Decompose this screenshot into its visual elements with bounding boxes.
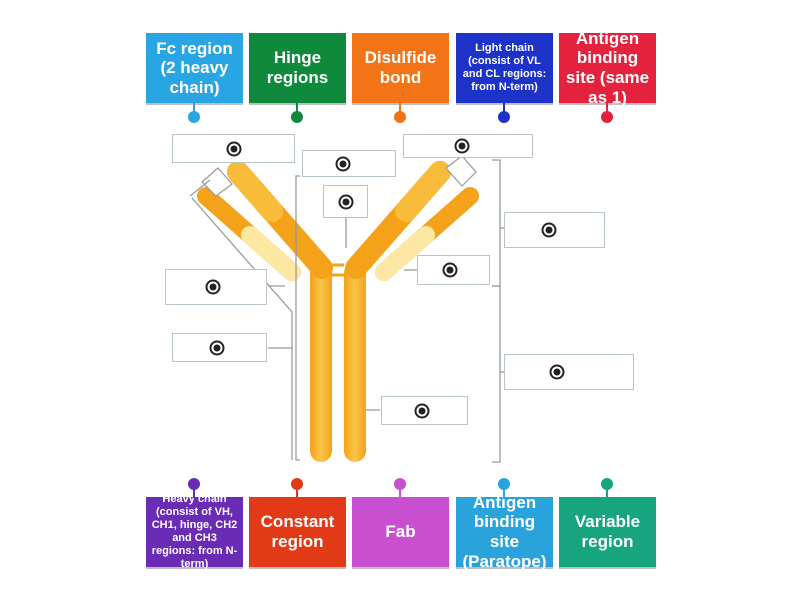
target-icon	[549, 364, 565, 380]
tile-label: Variable region	[574, 512, 641, 551]
tile-connector	[503, 488, 505, 498]
target-icon	[209, 340, 225, 355]
tile-connector	[193, 488, 195, 498]
tile-pin-icon	[394, 111, 406, 123]
tile-label: Antigen binding site (Paratope)	[462, 492, 547, 571]
target-icon	[226, 141, 241, 156]
tile-antigen-binding-site-paratope[interactable]: Antigen binding site (Paratope)	[456, 493, 553, 571]
target-icon	[338, 194, 353, 209]
tile-pin-icon	[394, 478, 406, 490]
tile-connector	[503, 103, 505, 113]
tile-pin-icon	[188, 111, 200, 123]
tile-pin-icon	[601, 478, 613, 490]
left-arm	[197, 161, 333, 281]
tile-connector	[296, 103, 298, 113]
tile-variable-region[interactable]: Variable region	[559, 497, 656, 567]
tile-label: Constant region	[260, 512, 335, 551]
tile-label: Antigen binding site (same as 1)	[565, 28, 650, 107]
tile-disulfide-bond[interactable]: Disulfide bond	[352, 33, 449, 103]
tile-pin-icon	[498, 111, 510, 123]
target-icon	[414, 403, 430, 418]
tile-connector	[606, 488, 608, 498]
drop-slot-5[interactable]	[504, 212, 605, 248]
tile-pin-icon	[498, 478, 510, 490]
leader-lines	[189, 159, 504, 463]
heavy-chain-stems	[310, 262, 366, 462]
tile-pin-icon	[601, 111, 613, 123]
tile-connector	[606, 103, 608, 113]
tile-connector	[296, 488, 298, 498]
tile-label: Fab	[385, 522, 416, 542]
target-icon	[442, 262, 458, 278]
tile-label: Disulfide bond	[364, 48, 437, 87]
drop-slot-7[interactable]	[165, 269, 267, 305]
tile-constant-region[interactable]: Constant region	[249, 497, 346, 567]
tile-label: Hinge regions	[266, 48, 329, 87]
drop-slot-1[interactable]	[172, 134, 295, 163]
tile-connector	[193, 103, 195, 113]
tile-light-chain[interactable]: Light chain (consist of VL and CL region…	[456, 33, 553, 103]
target-icon	[205, 279, 221, 295]
tile-pin-icon	[291, 478, 303, 490]
target-icon	[335, 156, 351, 171]
tile-label: Light chain (consist of VL and CL region…	[462, 42, 547, 93]
drop-slot-2[interactable]	[302, 150, 396, 177]
drop-slot-8[interactable]	[172, 333, 267, 362]
drop-slot-4[interactable]	[323, 185, 368, 218]
tile-antigen-binding-site[interactable]: Antigen binding site (same as 1)	[559, 29, 656, 107]
target-icon	[454, 138, 470, 154]
target-icon	[541, 222, 557, 238]
tile-label: Heavy chain (consist of VH, CH1, hinge, …	[151, 493, 238, 570]
tile-hinge-regions[interactable]: Hinge regions	[249, 33, 346, 103]
right-arm	[345, 161, 479, 281]
tile-connector	[399, 103, 401, 113]
tile-heavy-chain[interactable]: Heavy chain (consist of VH, CH1, hinge, …	[146, 493, 243, 570]
drop-slot-9[interactable]	[504, 354, 634, 390]
tile-pin-icon	[291, 111, 303, 123]
tile-connector	[399, 488, 401, 498]
drop-slot-6[interactable]	[417, 255, 490, 285]
drop-slot-10[interactable]	[381, 396, 468, 425]
tile-fab[interactable]: Fab	[352, 497, 449, 567]
drop-slot-3[interactable]	[403, 134, 533, 158]
tile-label: Fc region (2 heavy chain)	[156, 38, 233, 97]
tile-pin-icon	[188, 478, 200, 490]
tile-fc-region[interactable]: Fc region (2 heavy chain)	[146, 33, 243, 103]
